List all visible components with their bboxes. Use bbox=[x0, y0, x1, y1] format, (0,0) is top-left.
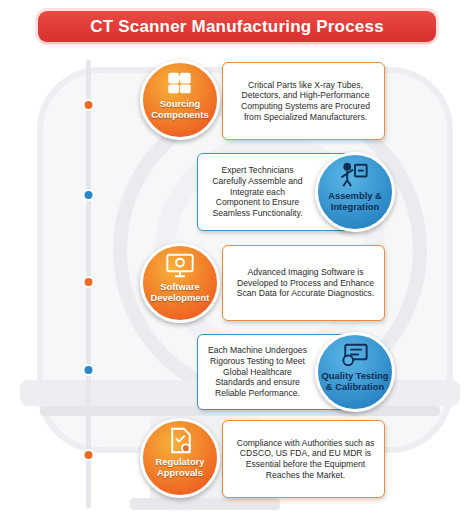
step-description: Critical Parts like X-ray Tubes, Detecto… bbox=[235, 80, 376, 123]
title-bar: CT Scanner Manufacturing Process bbox=[38, 11, 436, 42]
timeline-dots bbox=[84, 100, 94, 460]
step-description: Compliance with Authorities such as CDSC… bbox=[235, 438, 376, 481]
step-circle: Software Development bbox=[140, 243, 220, 323]
step-description: Advanced Imaging Software is Developed t… bbox=[235, 267, 376, 299]
step-title: Quality Testing & Calibration bbox=[321, 371, 389, 392]
step-description: Each Machine Undergoes Rigorous Testing … bbox=[207, 345, 308, 399]
step-circle: Regulatory Approvals bbox=[140, 418, 220, 498]
description-box: Critical Parts like X-ray Tubes, Detecto… bbox=[222, 62, 385, 140]
step-title: Regulatory Approvals bbox=[146, 457, 214, 478]
step-title: Assembly & Integration bbox=[321, 191, 389, 212]
title-text: CT Scanner Manufacturing Process bbox=[90, 17, 384, 37]
step-circle: Sourcing Components bbox=[140, 60, 220, 140]
step-description: Expert Technicians Carefully Assemble an… bbox=[207, 165, 308, 219]
description-box: Compliance with Authorities such as CDSC… bbox=[222, 420, 385, 498]
description-box: Advanced Imaging Software is Developed t… bbox=[222, 245, 385, 321]
step-title: Software Development bbox=[146, 282, 214, 303]
step-title: Sourcing Components bbox=[146, 99, 214, 120]
step-circle: Quality Testing & Calibration bbox=[315, 332, 395, 412]
step-circle: Assembly & Integration bbox=[315, 152, 395, 232]
